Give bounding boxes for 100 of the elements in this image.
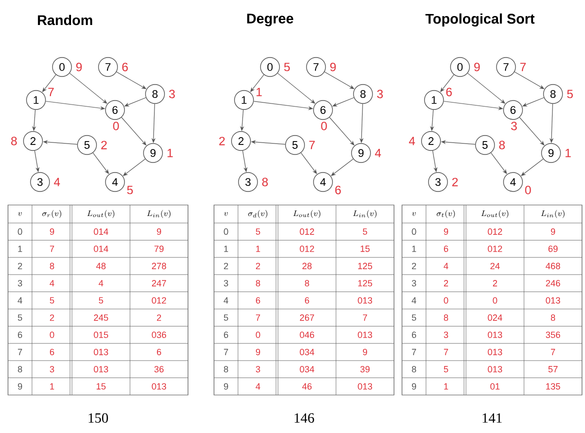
table-cell: 15 (360, 246, 370, 252)
score-value: 141 (482, 413, 502, 423)
table-cell: 2 (224, 262, 228, 270)
table-cell: 7 (444, 348, 448, 356)
table-cell: 125 (358, 280, 372, 286)
table-cell: 3 (18, 280, 22, 286)
table-cell: 1 (18, 246, 22, 252)
table-cell: 9 (224, 383, 228, 390)
table-cell: 0 (444, 297, 448, 304)
table-cell: 6 (224, 332, 228, 338)
vertex-order: 6 (122, 62, 128, 72)
table-cell: 034 (300, 348, 314, 356)
table-cell: 013 (358, 332, 372, 338)
table-cell: 46 (302, 383, 312, 390)
vertex-order: 0 (321, 122, 327, 130)
table-cell: 356 (546, 332, 560, 338)
table-cell: 3 (444, 332, 448, 338)
table-cell: 4 (256, 383, 260, 390)
table-cell: 8 (50, 262, 54, 270)
table-cell: 3 (50, 366, 54, 372)
panel-title: Random (38, 14, 92, 26)
table-cell: 9 (412, 383, 416, 390)
table-cell: 0 (492, 297, 498, 304)
table-cell: 9 (362, 348, 368, 356)
table-cell: 4 (444, 262, 448, 270)
table-cell: 7 (412, 348, 416, 356)
table-cell: 69 (548, 246, 558, 252)
column-header: $v$ (412, 212, 416, 216)
vertex-order: 5 (567, 90, 573, 98)
table-cell: 0 (50, 332, 54, 338)
table-cell: 0 (412, 228, 416, 235)
table-cell: 135 (546, 383, 560, 390)
column-header: $L_{in}(v)$ (147, 210, 170, 218)
table-cell: 15 (96, 383, 106, 390)
table-cell: 8 (256, 280, 260, 286)
column-header: $L_{out}(v)$ (87, 210, 114, 218)
table-cell: 24 (490, 262, 500, 270)
vertex-order: 9 (474, 62, 480, 72)
vertex-order: 5 (284, 62, 290, 72)
table-cell: 5 (50, 297, 54, 304)
column-header: $L_{in}(v)$ (541, 210, 564, 218)
vertex-order: 3 (511, 122, 517, 130)
table-cell: 9 (18, 383, 22, 390)
table-cell: 28 (302, 262, 312, 270)
table-cell: 013 (488, 366, 502, 372)
column-header: $L_{out}(v)$ (293, 210, 320, 218)
arrow (69, 72, 108, 104)
table-cell: 8 (18, 366, 22, 372)
table-cell: 2 (50, 314, 54, 321)
table-cell: 7 (18, 348, 22, 356)
table-cell: 013 (94, 348, 108, 356)
table-cell: 046 (300, 332, 314, 338)
vertex-order: 7 (48, 88, 54, 96)
table-cell: 1 (412, 246, 416, 252)
table-cell: 125 (358, 262, 372, 270)
table-cell: 267 (300, 314, 314, 321)
table-cell: 3 (256, 366, 260, 372)
table-cell: 012 (488, 246, 502, 252)
vertex-order: 9 (330, 62, 336, 72)
table-cell: 5 (444, 366, 448, 372)
table-cell: 36 (154, 366, 164, 372)
table-cell: 012 (300, 228, 314, 235)
vertex-order: 0 (525, 186, 531, 194)
table-cell: 1 (444, 383, 448, 390)
table-cell: 7 (550, 348, 556, 356)
table-cell: 9 (444, 228, 448, 235)
table-cell: 468 (546, 262, 560, 270)
vertex-order: 6 (446, 88, 452, 96)
table-cell: 012 (300, 246, 314, 252)
table-cell: 7 (224, 348, 228, 356)
table-cell: 013 (488, 348, 502, 356)
table-cell: 6 (444, 246, 448, 252)
table-cell: 57 (548, 366, 558, 372)
table-cell: 4 (224, 297, 228, 304)
vertex-order: 5 (127, 186, 133, 194)
table-cell: 8 (412, 366, 416, 372)
vertex-order: 4 (408, 136, 415, 146)
arrow (277, 72, 316, 104)
table-cell: 246 (546, 280, 560, 286)
column-header: $v$ (224, 212, 228, 216)
table-cell: 6 (256, 297, 260, 304)
table-cell: 013 (358, 383, 372, 390)
table-cell: 6 (412, 332, 416, 338)
table-cell: 012 (488, 228, 502, 235)
table-cell: 4 (50, 280, 54, 286)
table-cell: 9 (550, 228, 556, 235)
table-cell: 1 (224, 246, 228, 252)
table-cell: 034 (300, 366, 314, 372)
vertex-order: 2 (101, 140, 107, 150)
vertex-order: 7 (520, 62, 526, 72)
table-cell: 4 (18, 297, 22, 304)
table-cell: 4 (98, 280, 104, 286)
table-cell: 4 (412, 297, 416, 304)
vertex-order: 1 (168, 148, 173, 158)
table-cell: 013 (152, 383, 166, 390)
table-cell: 48 (96, 262, 106, 270)
table-cell: 79 (154, 246, 164, 252)
vertex-order: 2 (452, 178, 458, 186)
arrow (467, 72, 506, 104)
vertex-order: 4 (374, 148, 381, 158)
